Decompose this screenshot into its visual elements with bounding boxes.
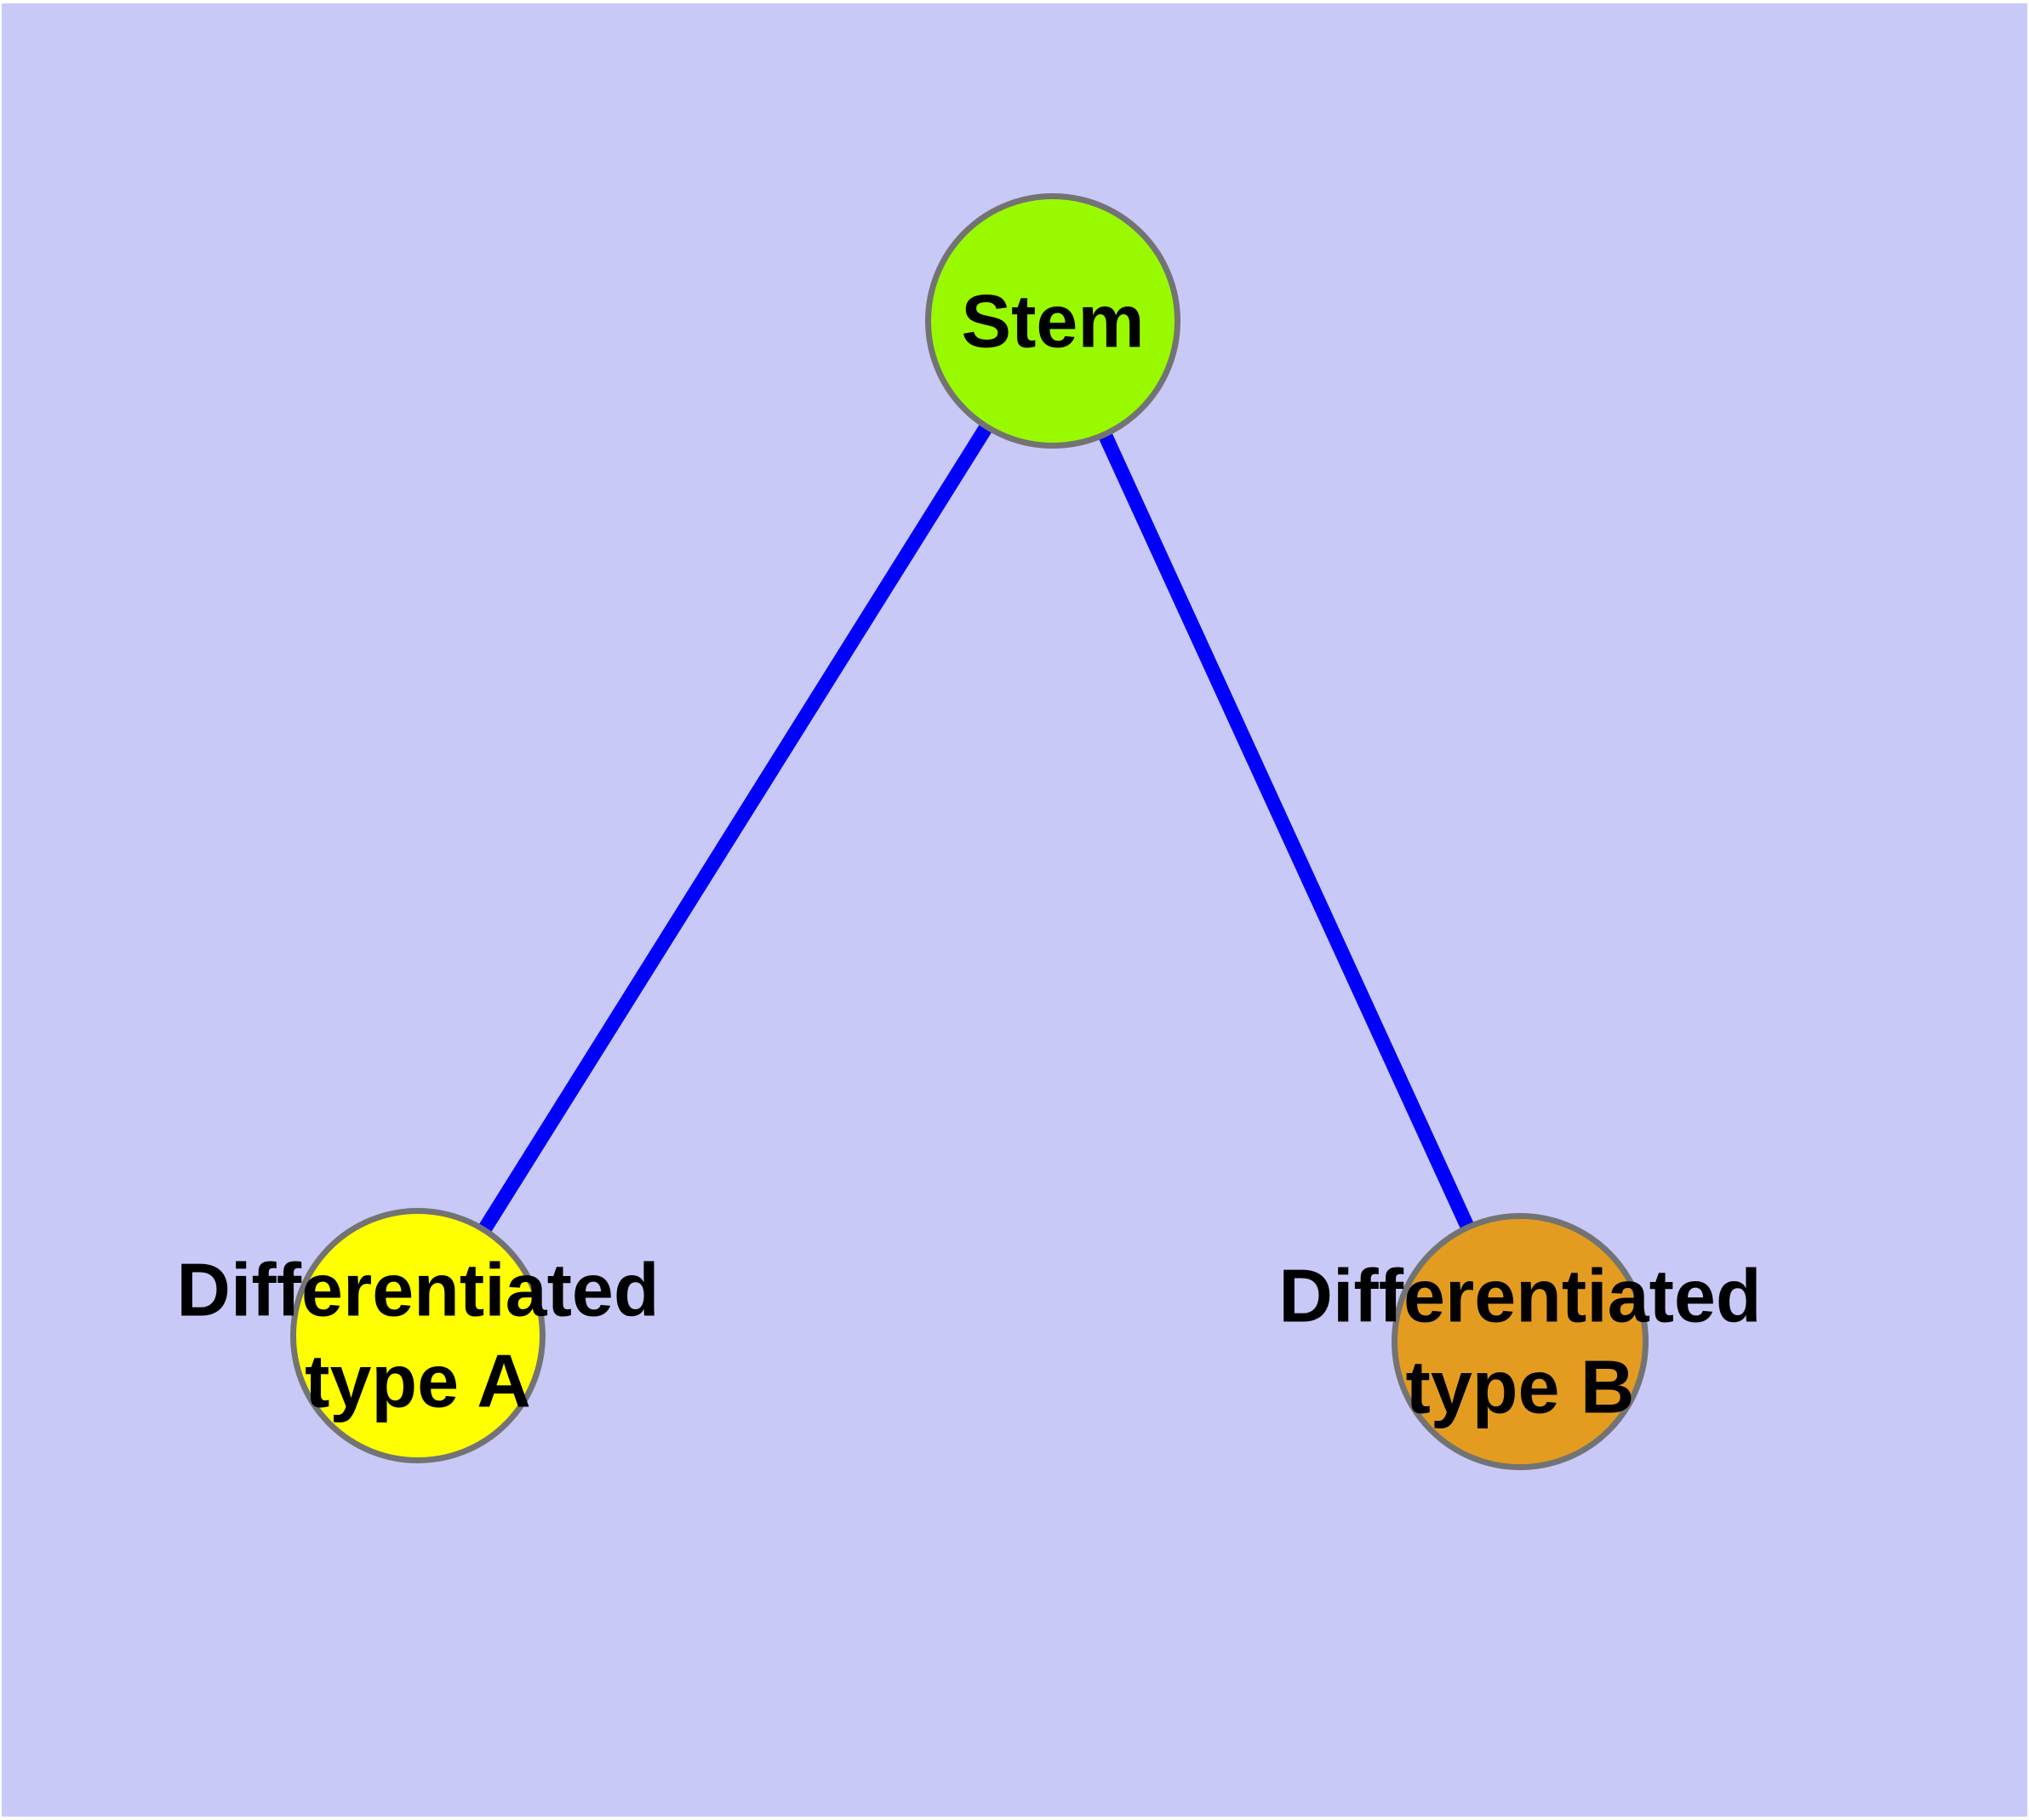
node-differentiated-type-a-label-line-2: type A [305,1339,531,1423]
node-stem-label-line-1: Stem [961,278,1145,363]
node-differentiated-type-b-circle[interactable] [1392,1213,1649,1470]
edges-layer [411,317,1527,1345]
node-differentiated-type-b-label-line-2: type B [1405,1345,1635,1429]
edge-stem-to-differentiated-type-a [411,317,1060,1340]
node-differentiated-type-a-circle[interactable] [290,1208,546,1463]
node-differentiated-type-a-label-line-1: Differentiated [176,1247,660,1332]
edge-stem-to-differentiated-type-b [1046,318,1527,1345]
node-stem-label: Stem [961,275,1144,366]
node-differentiated-type-b-label-line-1: Differentiated [1278,1253,1762,1338]
node-stem-circle[interactable] [925,193,1180,449]
